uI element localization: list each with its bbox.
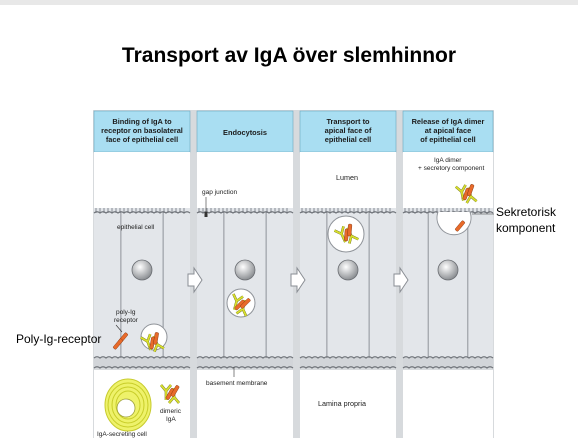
- callout-secretory-component-line2: komponent: [496, 221, 556, 235]
- step-arrow: [187, 266, 203, 294]
- apical-membrane: [196, 211, 294, 214]
- label-dimeric-line1: dimeric: [160, 408, 182, 415]
- microvilli: [301, 208, 391, 213]
- basal-membrane-line: [299, 356, 397, 359]
- step-arrow: [290, 266, 306, 294]
- label-iga-dimer-line1: IgA dimer: [434, 157, 462, 164]
- label-lamina-propria: Lamina propria: [318, 399, 366, 408]
- lamina-propria-area: [403, 370, 493, 438]
- label-iga-dimer-line2: + secretory component: [418, 165, 484, 172]
- panel-header-text: epithelial cell: [325, 135, 371, 144]
- label-poly-ig-line2: receptor: [114, 317, 139, 324]
- epithelial-cell-body: [197, 208, 293, 358]
- panel-header-text: face of epithelial cell: [106, 135, 178, 144]
- label-dimeric-line2: IgA: [166, 416, 176, 423]
- lamina-propria-area: [197, 370, 293, 438]
- lumen-area: [403, 152, 493, 208]
- nucleus: [337, 259, 359, 281]
- basement-membrane-line: [402, 366, 494, 369]
- plasma-cell-nucleus: [116, 398, 136, 418]
- basement-membrane-band: [197, 358, 293, 368]
- basement-membrane-line: [196, 366, 294, 369]
- label-basement-membrane: basement membrane: [206, 380, 268, 387]
- panel-header-text: receptor on basolateral: [101, 126, 183, 135]
- apical-membrane: [299, 211, 397, 214]
- panel-header-text: at apical face: [425, 126, 471, 135]
- lumen-area: [94, 152, 190, 208]
- microvilli: [198, 208, 288, 213]
- fused-vesicle: [436, 211, 472, 236]
- microvilli: [404, 208, 490, 213]
- panel-header-text: of epithelial cell: [420, 135, 475, 144]
- plasma-cell-er: [107, 382, 149, 428]
- top-bar: [0, 0, 578, 5]
- panel-header-text: Transport to: [326, 117, 370, 126]
- microvilli: [95, 208, 185, 213]
- apical-membrane: [93, 211, 191, 214]
- basal-membrane-line: [93, 356, 191, 359]
- basement-membrane-band: [300, 358, 396, 368]
- lumen-area: [197, 152, 293, 208]
- step-arrow: [393, 266, 409, 294]
- lamina-propria-area: [300, 370, 396, 438]
- callout-secretory-component-line1: Sekretorisk: [496, 205, 557, 219]
- basement-membrane-band: [403, 358, 493, 368]
- plasma-cell-er: [111, 386, 145, 424]
- label-iga-secreting-cell: IgA-secreting cell: [97, 431, 147, 438]
- panel-header: [93, 110, 191, 153]
- plasma-cell-er: [115, 390, 141, 420]
- panel-header: [402, 110, 494, 153]
- label-poly-ig-line1: poly-Ig: [116, 309, 136, 316]
- panel-2: Endocytosis gap junction basement membrane: [196, 110, 294, 438]
- callout-poly-ig-receptor: Poly-Ig-receptor: [16, 332, 102, 346]
- basement-membrane-line: [299, 366, 397, 369]
- nucleus: [234, 259, 256, 281]
- label-gap-junction: gap junction: [202, 189, 237, 196]
- panel-header-text: apical face of: [325, 126, 372, 135]
- apical-membrane: [402, 211, 494, 214]
- basal-membrane-line: [402, 356, 494, 359]
- label-lumen: Lumen: [336, 173, 358, 182]
- label-epithelial-cell: epithelial cell: [117, 224, 155, 231]
- nucleus: [437, 259, 459, 281]
- panel-header: [299, 110, 397, 153]
- gap-junction-mark: [204, 212, 208, 217]
- nucleus: [131, 259, 153, 281]
- lumen-area: [300, 152, 396, 208]
- leader-line: [115, 324, 123, 333]
- panel-header-text: Endocytosis: [223, 128, 267, 137]
- slide-title: Transport av IgA över slemhinnor: [121, 44, 457, 67]
- basement-membrane-line: [93, 366, 191, 369]
- basement-membrane-band: [94, 358, 190, 368]
- panel-header-text: Binding of IgA to: [112, 117, 172, 126]
- panel-header-text: Release of IgA dimer: [412, 117, 485, 126]
- basal-membrane-line: [196, 356, 294, 359]
